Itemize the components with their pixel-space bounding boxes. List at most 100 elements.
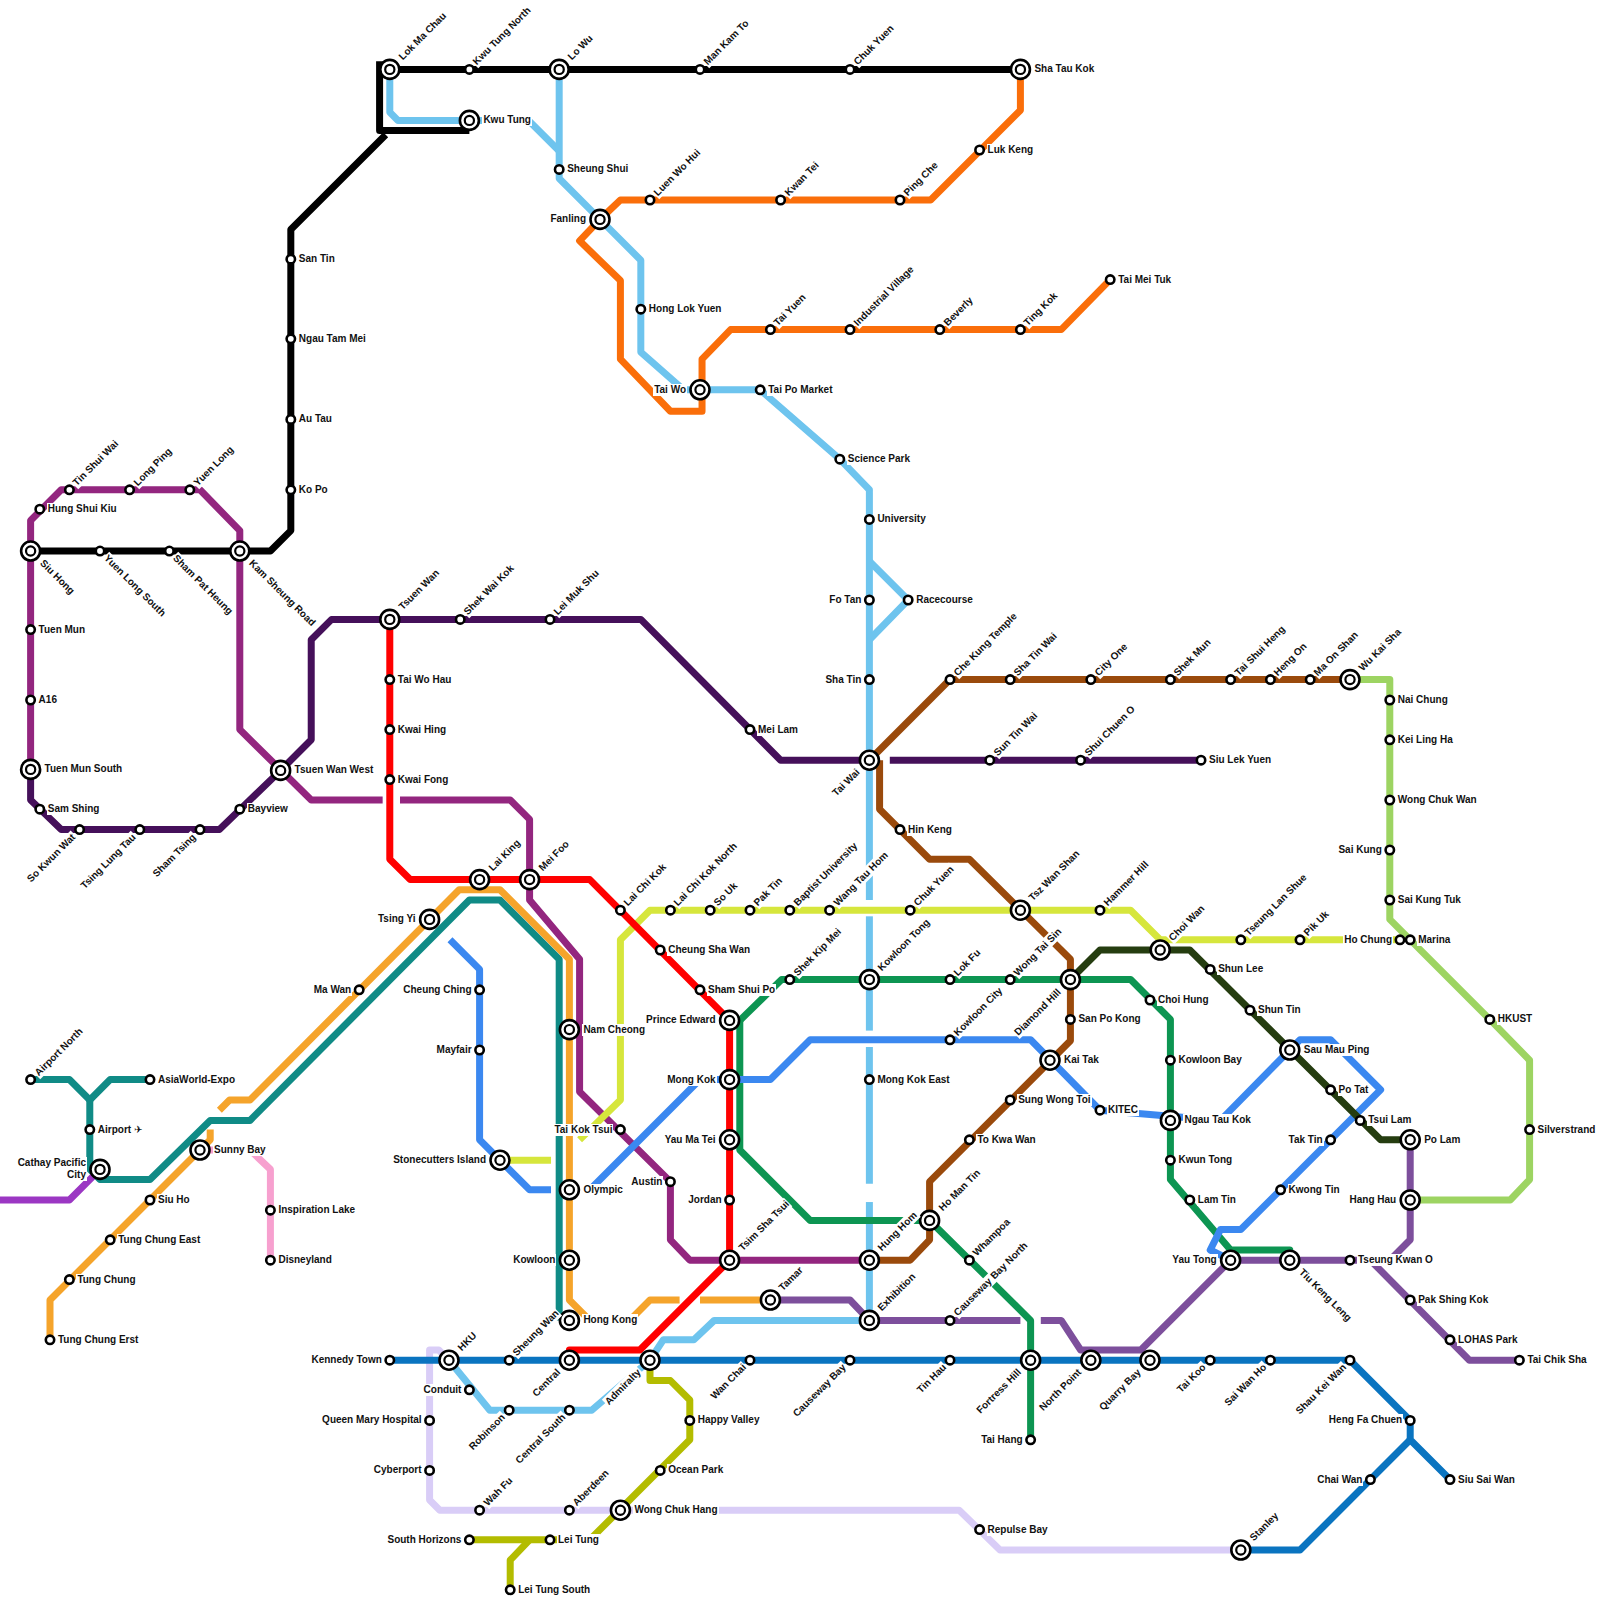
station-marker bbox=[1446, 1475, 1454, 1483]
station-marker bbox=[1066, 1015, 1074, 1023]
station-marker bbox=[386, 1356, 394, 1364]
station-name: Stonecutters Island bbox=[392, 1154, 487, 1166]
interchange-marker bbox=[1236, 1545, 1245, 1554]
station-name: Conduit bbox=[423, 1384, 463, 1396]
station-marker bbox=[75, 825, 83, 833]
station-marker bbox=[1011, 901, 1030, 920]
station-marker bbox=[720, 1011, 739, 1030]
station-marker bbox=[146, 1196, 154, 1204]
station-marker bbox=[1151, 941, 1170, 960]
station-marker bbox=[936, 325, 944, 333]
station-marker bbox=[1081, 1351, 1100, 1370]
station-marker bbox=[287, 255, 295, 263]
station-name: Kwu Tung bbox=[482, 114, 532, 126]
station-marker bbox=[546, 1536, 554, 1544]
station-name: Kai Tak bbox=[1063, 1054, 1100, 1066]
station-marker bbox=[1396, 936, 1404, 944]
station-marker bbox=[946, 1316, 954, 1324]
station-name: Choi Hung bbox=[1157, 994, 1210, 1006]
station-name: Au Tau bbox=[298, 413, 333, 425]
station-name: Repulse Bay bbox=[987, 1524, 1049, 1536]
rail-line bbox=[390, 69, 559, 151]
interchange-marker bbox=[1156, 945, 1165, 954]
interchange-marker bbox=[925, 1216, 934, 1225]
station-marker bbox=[725, 1196, 733, 1204]
station-name: Racecourse bbox=[915, 594, 974, 606]
station-marker bbox=[555, 165, 563, 173]
rail-line bbox=[31, 490, 383, 800]
station-name: Sha Tau Kok bbox=[1033, 63, 1095, 75]
station-name: Ho Chung bbox=[1343, 934, 1393, 946]
station-marker bbox=[520, 870, 539, 889]
station-name: Sham Pat Heung bbox=[170, 552, 236, 618]
station-marker bbox=[146, 1075, 154, 1083]
station-name: Kennedy Town bbox=[310, 1354, 382, 1366]
interchange-marker bbox=[444, 1356, 453, 1365]
station-name: San Po Kong bbox=[1077, 1013, 1141, 1025]
interchange-marker bbox=[565, 1256, 574, 1265]
station-name: Sheung Wan bbox=[510, 1307, 562, 1359]
station-marker bbox=[196, 825, 204, 833]
station-marker bbox=[836, 455, 844, 463]
station-marker bbox=[865, 596, 873, 604]
station-marker bbox=[456, 615, 464, 623]
station-marker bbox=[1006, 675, 1014, 683]
station-name: Pak Shing Kok bbox=[1417, 1294, 1489, 1306]
station-name: HKUST bbox=[1497, 1013, 1533, 1025]
station-marker bbox=[439, 1351, 458, 1370]
station-marker bbox=[1386, 896, 1394, 904]
station-name: Happy Valley bbox=[697, 1414, 761, 1426]
rail-line bbox=[869, 760, 1070, 1260]
station-marker bbox=[865, 515, 873, 523]
station-marker bbox=[746, 1356, 754, 1364]
station-name: Tin Hau bbox=[914, 1361, 950, 1397]
rail-line bbox=[559, 69, 869, 760]
station-marker bbox=[505, 1356, 513, 1364]
station-name: Airport North bbox=[31, 1025, 85, 1079]
station-marker bbox=[355, 986, 363, 994]
interchange-marker bbox=[495, 1156, 504, 1165]
station-marker bbox=[965, 1136, 973, 1144]
station-marker bbox=[425, 1416, 433, 1424]
station-name: Kwai Fong bbox=[397, 774, 450, 786]
station-marker bbox=[26, 625, 34, 633]
station-name: Tsing Yi bbox=[377, 913, 417, 925]
station-name: Lok Fu bbox=[951, 946, 984, 979]
interchange-marker bbox=[1285, 1045, 1294, 1054]
station-marker bbox=[591, 210, 610, 229]
station-name: Tung Chung bbox=[76, 1274, 136, 1286]
station-marker bbox=[1486, 1015, 1494, 1023]
station-marker bbox=[271, 761, 290, 780]
station-marker bbox=[65, 1275, 73, 1283]
station-marker bbox=[865, 675, 873, 683]
interchange-marker bbox=[385, 65, 394, 74]
station-marker bbox=[506, 1586, 514, 1594]
station-name: Kwai Hing bbox=[397, 724, 447, 736]
station-name: Yau Ma Tei bbox=[664, 1134, 717, 1146]
interchange-marker bbox=[276, 766, 285, 775]
station-marker bbox=[491, 1151, 510, 1170]
station-name: Nam Cheong bbox=[582, 1024, 646, 1036]
station-name: Airport ✈ bbox=[97, 1124, 144, 1136]
station-name: Stanley bbox=[1247, 1509, 1282, 1544]
station-marker bbox=[696, 65, 704, 73]
station-marker bbox=[86, 1125, 94, 1133]
station-marker bbox=[720, 1070, 739, 1089]
station-name: Hong Lok Yuen bbox=[648, 303, 723, 315]
station-marker bbox=[656, 1466, 664, 1474]
station-name: Kwun Tong bbox=[1177, 1154, 1233, 1166]
station-name: Fo Tan bbox=[828, 594, 862, 606]
station-marker bbox=[475, 1046, 483, 1054]
rail-line bbox=[866, 1047, 873, 1184]
station-name: Tai Kok Tsui bbox=[553, 1124, 613, 1136]
station-marker bbox=[666, 906, 674, 914]
station-name: Tuen Mun South bbox=[44, 763, 124, 775]
station-marker bbox=[230, 542, 249, 561]
station-name: Tai Koo bbox=[1174, 1361, 1209, 1396]
station-name: Tseung Lan Shue bbox=[1242, 871, 1310, 939]
rail-line bbox=[510, 1540, 529, 1590]
station-name: Tung Chung East bbox=[117, 1234, 201, 1246]
station-name: Che Kung Temple bbox=[951, 609, 1020, 678]
station-marker bbox=[1206, 965, 1214, 973]
interchange-marker bbox=[725, 1256, 734, 1265]
